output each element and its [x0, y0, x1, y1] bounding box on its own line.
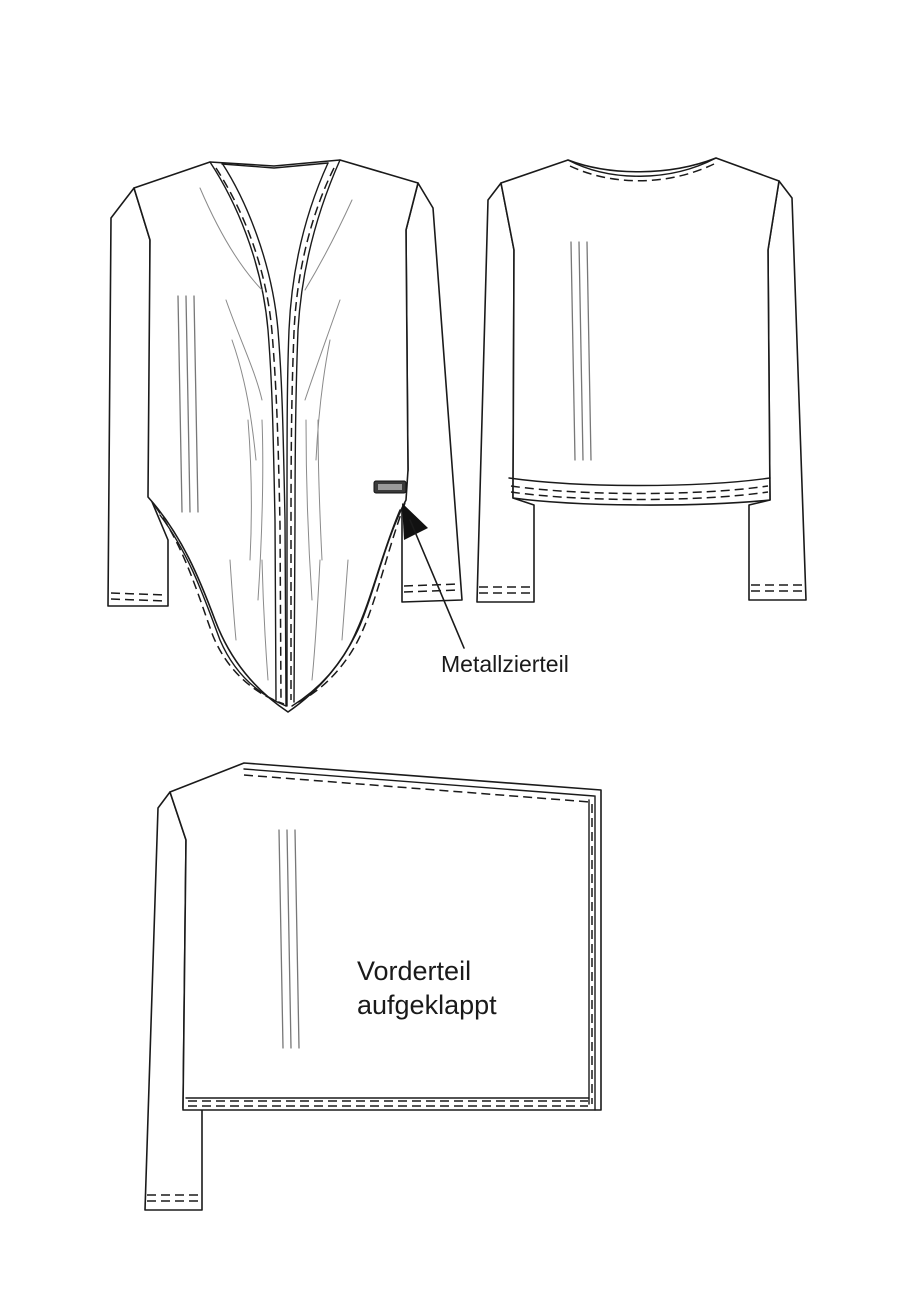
drape-line [257, 419, 264, 601]
front-hem-stitch-left [154, 505, 285, 705]
front-placket-left-stitch [215, 167, 282, 701]
callout-line [409, 519, 465, 649]
pleat-line [586, 241, 592, 461]
back-view [476, 157, 807, 603]
drape-line [305, 419, 313, 601]
front-right-cuff-stitch-2 [403, 589, 461, 593]
metal-ornament-inner [378, 484, 402, 490]
pleat-line [193, 295, 199, 513]
ornament-arrow-wedge [402, 503, 428, 540]
front-opened-label-line1: Vorderteil [357, 956, 471, 986]
front-neck-back-band [221, 162, 329, 169]
back-hem-stitch-2 [510, 491, 769, 501]
back-neck-band [567, 157, 717, 177]
drape-line [311, 559, 321, 681]
drape-line [199, 187, 263, 291]
front-opened-view [144, 762, 602, 1211]
back-hem-band [508, 477, 771, 487]
front-placket-right-inner [286, 162, 329, 707]
front-opened-label-line2: aufgeklappt [357, 990, 497, 1020]
front-hem-band-left [159, 514, 287, 707]
drape-line [231, 339, 257, 461]
drape-line [317, 419, 323, 561]
front-hem-band-right [291, 509, 401, 707]
pleat-line [177, 295, 183, 513]
metal-ornament-label: Metallzierteil [441, 651, 569, 677]
front-placket-right-stitch [290, 167, 335, 700]
front-left-cuff-stitch [110, 592, 167, 596]
back-hem-stitch [510, 485, 769, 495]
opened-top-band [243, 768, 595, 797]
front-placket-right [293, 159, 341, 703]
drape-line [315, 339, 331, 461]
pleat-line [578, 241, 584, 461]
pleat-line [294, 829, 300, 1049]
drape-line [261, 559, 269, 681]
back-neck-stitch [569, 163, 715, 182]
back-body [500, 157, 780, 506]
front-placket-left-inner [221, 162, 287, 707]
opened-top-stitch [243, 774, 591, 803]
front-placket-left [209, 161, 277, 701]
drape-line [225, 299, 263, 401]
front-right-sleeve [401, 182, 463, 603]
front-left-cuff-stitch-2 [110, 598, 167, 602]
drape-line [304, 299, 341, 401]
pleat-line [278, 829, 284, 1049]
pleat-line [286, 829, 292, 1049]
front-view [107, 159, 465, 713]
pleat-line [185, 295, 191, 513]
opened-body-panel [169, 762, 602, 1111]
pleat-line [570, 241, 576, 461]
drape-line [304, 199, 353, 291]
front-right-cuff-stitch [403, 583, 461, 587]
drape-line [247, 419, 252, 561]
drape-line [341, 559, 349, 641]
drape-line [229, 559, 237, 641]
